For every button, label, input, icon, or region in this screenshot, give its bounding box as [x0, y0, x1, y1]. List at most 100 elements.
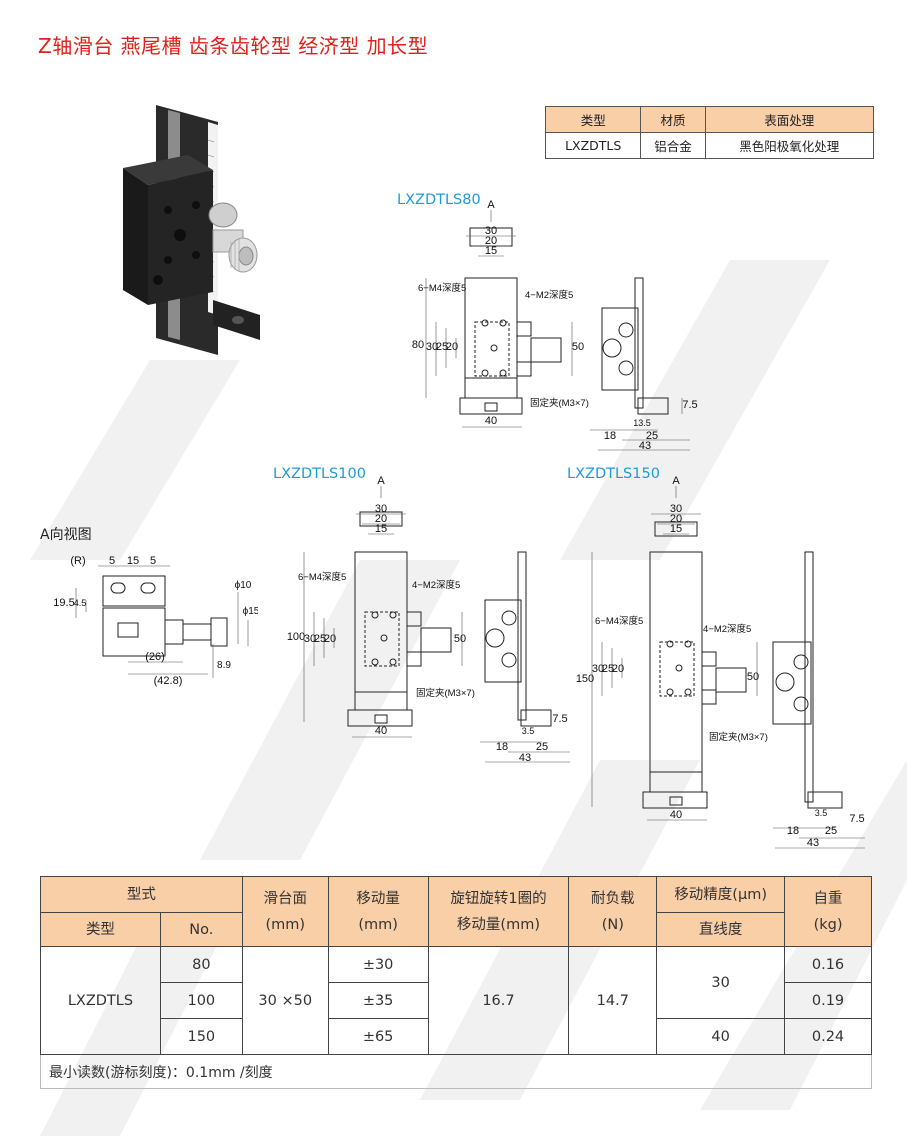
th-knob: 旋钮旋转1圈的 移动量(mm)	[427, 876, 570, 947]
cell-knob: 16.7	[427, 946, 570, 1055]
dim-50: 50	[747, 671, 759, 683]
dim-80: 80	[412, 339, 424, 351]
model-label-80: LXZDTLS80	[397, 192, 481, 208]
dim-18: 18	[604, 430, 616, 442]
dim-30: 30	[670, 503, 682, 515]
cell-no-100: 100	[159, 982, 243, 1019]
cell-weight-80: 0.16	[784, 946, 872, 983]
note-clamp: 固定夹(M3×7)	[709, 731, 768, 743]
dim-150: 150	[576, 673, 594, 685]
spec-cell-type: LXZDTLS	[544, 132, 642, 159]
th-travel-line2: (mm)	[358, 916, 398, 933]
th-weight-line2: (kg)	[813, 916, 843, 933]
product-photo	[123, 105, 260, 355]
th-slide-surface: 滑台面 (mm)	[241, 876, 329, 947]
a-view-phi10: ϕ10	[235, 580, 252, 591]
a-view-r: (R)	[70, 555, 85, 567]
dim-30-v: 30	[426, 341, 438, 353]
dim-3-5: 3.5	[815, 808, 828, 818]
a-view-15: 15	[127, 555, 139, 567]
th-knob-line1: 旋钮旋转1圈的	[450, 890, 547, 907]
dim-43: 43	[807, 837, 819, 849]
spec-cell-surface: 黑色阳极氧化处理	[704, 132, 875, 159]
cell-travel-80: ±30	[327, 946, 429, 983]
note-m2: 4−M2深度5	[525, 289, 573, 301]
note-clamp: 固定夹(M3×7)	[416, 687, 475, 699]
a-view-19-5: 19.5	[53, 597, 74, 609]
th-load-line1: 耐负载	[591, 890, 635, 907]
spec-cell-material: 铝合金	[640, 132, 706, 159]
th-no: No.	[159, 912, 243, 947]
dim-18: 18	[787, 825, 799, 837]
note-m4: 6−M4深度5	[298, 571, 346, 583]
dim-30-v: 30	[304, 633, 316, 645]
dim-7-5: 7.5	[849, 813, 864, 825]
dim-43: 43	[519, 752, 531, 764]
dim-15: 15	[375, 523, 387, 535]
dim-7-5: 7.5	[682, 399, 697, 411]
dim-15: 15	[670, 523, 682, 535]
dim-50: 50	[454, 633, 466, 645]
spec-header-material: 材质	[640, 106, 706, 133]
th-weight-line1: 自重	[813, 890, 843, 907]
note-m2: 4−M2深度5	[412, 579, 460, 591]
dim-3-5: 3.5	[522, 726, 535, 736]
cell-straightness-a: 30	[656, 946, 786, 1019]
dim-50: 50	[572, 341, 584, 353]
th-travel: 移动量 (mm)	[327, 876, 429, 947]
cell-straightness-b: 40	[656, 1018, 786, 1055]
th-weight: 自重 (kg)	[784, 876, 872, 947]
dim-20-v: 20	[612, 663, 624, 675]
dim-30: 30	[375, 503, 387, 515]
a-view-5-right: 5	[150, 555, 156, 567]
spec-main-table: 型式 滑台面 (mm) 移动量 (mm) 旋钮旋转1圈的 移动量(mm) 耐负载…	[40, 876, 872, 1089]
th-load: 耐负载 (N)	[568, 876, 658, 947]
dim-25: 25	[646, 430, 658, 442]
note-m4: 6−M4深度5	[595, 615, 643, 627]
a-view-4-5: 4.5	[74, 598, 87, 608]
page-title: Z轴滑台 燕尾槽 齿条齿轮型 经济型 加长型	[38, 34, 429, 58]
cell-load: 14.7	[568, 946, 658, 1055]
dim-a: A	[672, 475, 680, 487]
spec-header-type: 类型	[544, 106, 642, 133]
dim-7-5: 7.5	[552, 713, 567, 725]
dim-20: 20	[670, 513, 682, 525]
drawing-lxzdtls100: A 30 20 15 100 30 25 20 50 40 18 25 43 7…	[287, 475, 570, 764]
dim-25-v: 25	[602, 663, 614, 675]
cell-weight-150: 0.24	[784, 1018, 872, 1055]
a-view-42-8: (42.8)	[154, 675, 183, 687]
note-m4: 6−M4深度5	[418, 282, 466, 294]
note-m2: 4−M2深度5	[703, 623, 751, 635]
th-slide-line2: (mm)	[265, 916, 306, 933]
dim-30: 30	[485, 225, 497, 237]
dim-25: 25	[536, 741, 548, 753]
note-clamp: 固定夹(M3×7)	[530, 397, 589, 409]
cell-type: LXZDTLS	[40, 946, 161, 1055]
dim-30-v: 30	[592, 663, 604, 675]
spec-header-surface: 表面处理	[704, 106, 875, 133]
cell-weight-100: 0.19	[784, 982, 872, 1019]
dim-18: 18	[496, 741, 508, 753]
a-view-5-left: 5	[109, 555, 115, 567]
drawing-lxzdtls150: A 30 20 15 150 30 25 20 50 40 18 25 43 7…	[576, 475, 865, 849]
drawing-lxzdtls80: A 30 20 15 80 30 25 20 50 40 18 25 43 7.…	[412, 199, 698, 452]
dim-20: 20	[485, 235, 497, 247]
dim-100: 100	[287, 631, 305, 643]
dim-25-v: 25	[314, 633, 326, 645]
dim-40: 40	[485, 415, 497, 427]
th-model: 型式	[40, 876, 243, 913]
model-label-100: LXZDTLS100	[273, 466, 366, 482]
cell-travel-150: ±65	[327, 1018, 429, 1055]
cell-slide-surface: 30 ×50	[241, 946, 329, 1055]
th-straightness: 直线度	[656, 912, 786, 947]
th-accuracy: 移动精度(μm)	[656, 876, 786, 913]
dim-13-5: 13.5	[633, 418, 651, 428]
cell-no-150: 150	[159, 1018, 243, 1055]
dim-43: 43	[639, 440, 651, 452]
a-view-phi15: ϕ15	[243, 606, 258, 617]
dim-a: A	[377, 475, 385, 487]
a-view-26: (26)	[145, 651, 165, 663]
cell-travel-100: ±35	[327, 982, 429, 1019]
dim-15: 15	[485, 245, 497, 257]
cell-no-80: 80	[159, 946, 243, 983]
